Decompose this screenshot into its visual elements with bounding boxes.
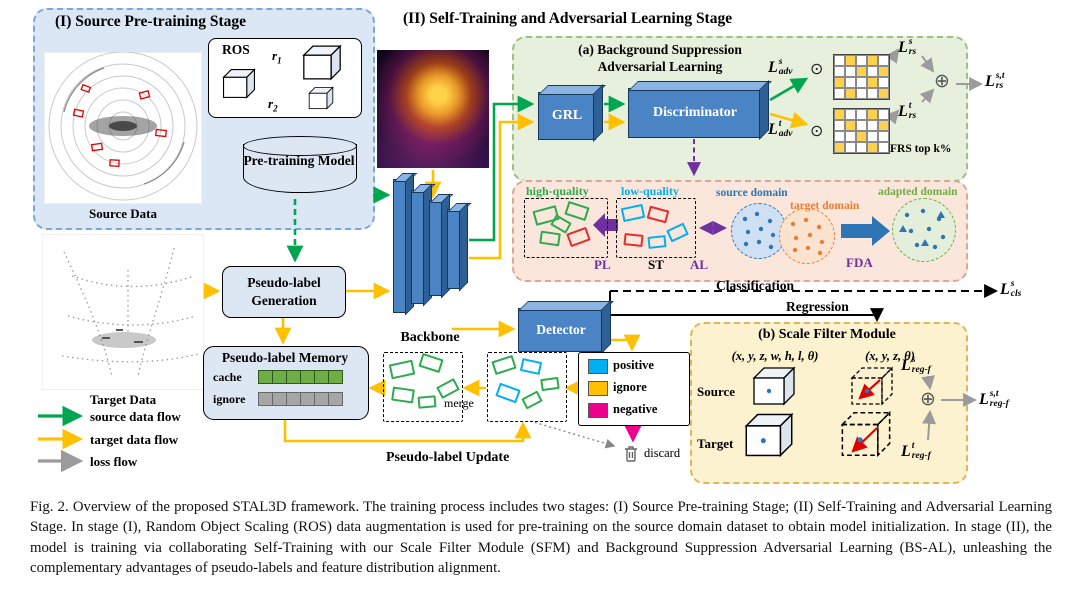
merge-label: merge	[444, 396, 474, 410]
cache-label: cache	[213, 370, 242, 384]
frs-grid-source	[833, 54, 890, 100]
source-full-bbox-cube	[752, 366, 796, 406]
sfm-params-full: (x, y, z, w, h, l, θ)	[731, 349, 819, 363]
ros-cube-scaled-up	[302, 44, 342, 81]
discriminator-box: Discriminator	[628, 88, 762, 138]
discard-label: discard	[644, 446, 681, 460]
frs-grid-target	[833, 108, 890, 154]
backbone-label: Backbone	[400, 330, 460, 345]
positive-color-swatch	[588, 359, 608, 374]
target-full-bbox-cube	[744, 412, 794, 458]
adapted-domain-dots	[899, 208, 946, 250]
flow-legend-arrows	[38, 405, 84, 473]
positive-label: positive	[613, 358, 654, 372]
st-label: ST	[648, 257, 664, 272]
detector-box: Detector	[518, 308, 604, 352]
source-data-label: Source Data	[88, 206, 157, 221]
adapted-domain-label: adapted domain	[878, 186, 958, 198]
high-quality-label: high-quality	[526, 184, 589, 198]
target-domain-circle	[779, 208, 835, 264]
sfm-title: (b) Scale Filter Module	[758, 327, 896, 342]
pseudo-label-memory-title: Pseudo-label Memory	[221, 350, 349, 365]
detection-boxes	[72, 83, 168, 167]
source-pointcloud-image	[44, 52, 202, 204]
backbone-layer-4	[447, 209, 462, 289]
pseudo-label-update-title: Pseudo-label Update	[386, 450, 510, 465]
ignore-label: ignore	[213, 392, 246, 406]
regression-label: Regression	[786, 299, 849, 314]
sfm-params-reduced: (x, y, z, θ)	[865, 349, 915, 363]
source-domain-dots	[742, 211, 776, 250]
low-quality-label: low-quality	[621, 184, 680, 198]
bsal-title-line1: (a) Background Suppression	[578, 42, 742, 57]
feature-map-image	[377, 50, 489, 168]
ros-cube-original	[222, 68, 256, 99]
source-domain-label: source domain	[716, 187, 788, 199]
bsal-title-line2: Adversarial Learning	[597, 59, 723, 74]
sfm-source-label: Source	[697, 384, 736, 399]
sum-icon: ⊕	[934, 70, 950, 92]
trash-icon	[625, 446, 637, 462]
pretrain-model-cylinder-top	[243, 136, 357, 156]
ros-label: ROS	[222, 42, 250, 57]
stage1-title: (I) Source Pre-training Stage	[55, 13, 246, 30]
source-reduced-bbox-cube	[850, 366, 894, 406]
elementwise-multiply-icon: ⊙	[810, 59, 824, 78]
target-domain-dots	[790, 217, 825, 256]
al-label: AL	[690, 257, 709, 272]
ignore-color-swatch	[588, 381, 608, 396]
target-domain-label: target domain	[790, 200, 860, 212]
backbone-layer-3	[429, 200, 444, 296]
negative-label: negative	[613, 402, 658, 416]
sum-icon: ⊕	[920, 388, 936, 410]
target-data-label: Target Data	[89, 392, 157, 407]
caption-text: Fig. 2. Overview of the proposed STAL3D …	[30, 499, 1052, 577]
ignore-type-label: ignore	[613, 380, 647, 394]
legend-source-flow-label: source data flow	[90, 409, 181, 424]
fda-label: FDA	[846, 255, 873, 270]
elementwise-multiply-icon: ⊙	[810, 121, 824, 140]
pl-label: PL	[594, 257, 611, 272]
ros-r1-label: r1	[272, 48, 282, 66]
sfm-target-label: Target	[697, 436, 734, 451]
target-reduced-bbox-cube	[840, 410, 892, 458]
ros-r2-label: r2	[268, 96, 278, 114]
figure-caption: Fig. 2. Overview of the proposed STAL3D …	[30, 497, 1052, 579]
grl-box: GRL	[538, 92, 596, 140]
backbone-layer-1	[393, 179, 408, 313]
stage2-title: (II) Self-Training and Adversarial Learn…	[403, 10, 733, 27]
frs-topk-label: FRS top k%	[890, 143, 952, 155]
backbone-layer-2	[411, 190, 426, 304]
source-domain-circle	[731, 203, 787, 259]
legend-loss-flow-label: loss flow	[90, 454, 138, 469]
ros-cube-scaled-down	[308, 86, 334, 110]
pretrain-model-label: Pre-training Model	[243, 153, 355, 168]
classification-label: Classification	[716, 278, 795, 293]
scale-filter-module-region	[690, 322, 968, 484]
negative-color-swatch	[588, 403, 608, 418]
target-pointcloud-image	[42, 234, 204, 390]
adapted-domain-circle	[892, 198, 956, 262]
legend-target-flow-label: target data flow	[90, 432, 179, 447]
